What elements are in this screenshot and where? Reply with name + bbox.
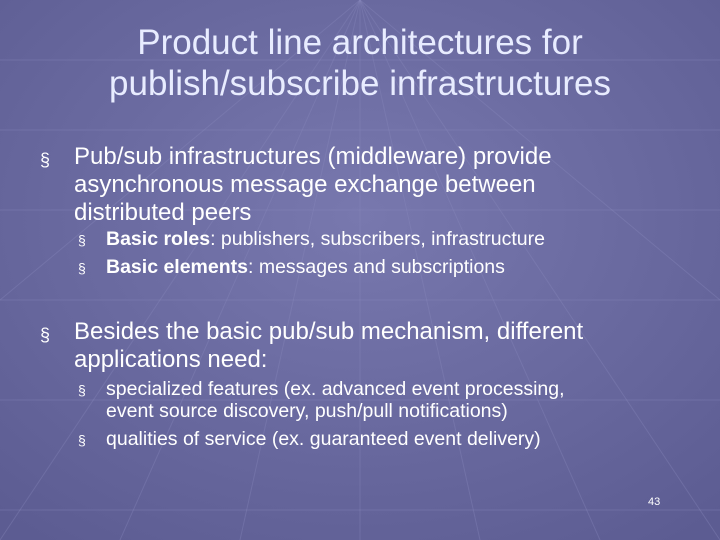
sub-bullet-list-2: § specialized features (ex. advanced eve… xyxy=(76,378,696,450)
bullet-text: Pub/sub infrastructures (middleware) pro… xyxy=(74,143,552,170)
sub-bullet-text: specialized features (ex. advanced event… xyxy=(106,378,565,400)
bullet-marker-icon: § xyxy=(40,150,51,170)
page-number: 43 xyxy=(648,496,661,508)
slide-title: Product line architectures for publish/s… xyxy=(30,22,690,104)
bullet-marker-icon: § xyxy=(40,325,51,345)
sub-bullet-item: § qualities of service (ex. guaranteed e… xyxy=(76,428,696,450)
sub-bullet-text: : publishers, subscribers, infrastructur… xyxy=(210,228,545,250)
sub-bullet-item: § Basic elements: messages and subscript… xyxy=(76,256,696,278)
bullet-text: distributed peers xyxy=(74,199,252,226)
sub-bullet-text: event source discovery, push/pull notifi… xyxy=(106,400,508,422)
bullet-marker-icon: § xyxy=(78,232,86,248)
sub-bullet-text: : messages and subscriptions xyxy=(248,256,505,278)
title-line: Product line architectures for xyxy=(137,23,583,62)
bullet-item: § Besides the basic pub/sub mechanism, d… xyxy=(36,318,686,374)
sub-bullet-bold: Basic roles xyxy=(106,228,211,250)
bullet-text: asynchronous message exchange between xyxy=(74,171,536,198)
sub-bullet-list-1: § Basic roles: publishers, subscribers, … xyxy=(76,228,696,278)
bullet-marker-icon: § xyxy=(78,260,86,276)
bullet-marker-icon: § xyxy=(78,382,86,398)
bullet-item: § Pub/sub infrastructures (middleware) p… xyxy=(36,143,686,227)
sub-bullet-item: § Basic roles: publishers, subscribers, … xyxy=(76,228,696,250)
bullet-list-1: § Pub/sub infrastructures (middleware) p… xyxy=(36,143,686,227)
bullet-list-2: § Besides the basic pub/sub mechanism, d… xyxy=(36,318,686,374)
bullet-text: applications need: xyxy=(74,346,268,373)
sub-bullet-item: § specialized features (ex. advanced eve… xyxy=(76,378,696,422)
bullet-text: Besides the basic pub/sub mechanism, dif… xyxy=(74,318,584,345)
sub-bullet-bold: Basic elements xyxy=(106,256,248,278)
title-line: publish/subscribe infrastructures xyxy=(109,64,611,103)
bullet-marker-icon: § xyxy=(78,432,86,448)
sub-bullet-text: qualities of service (ex. guaranteed eve… xyxy=(106,428,541,450)
